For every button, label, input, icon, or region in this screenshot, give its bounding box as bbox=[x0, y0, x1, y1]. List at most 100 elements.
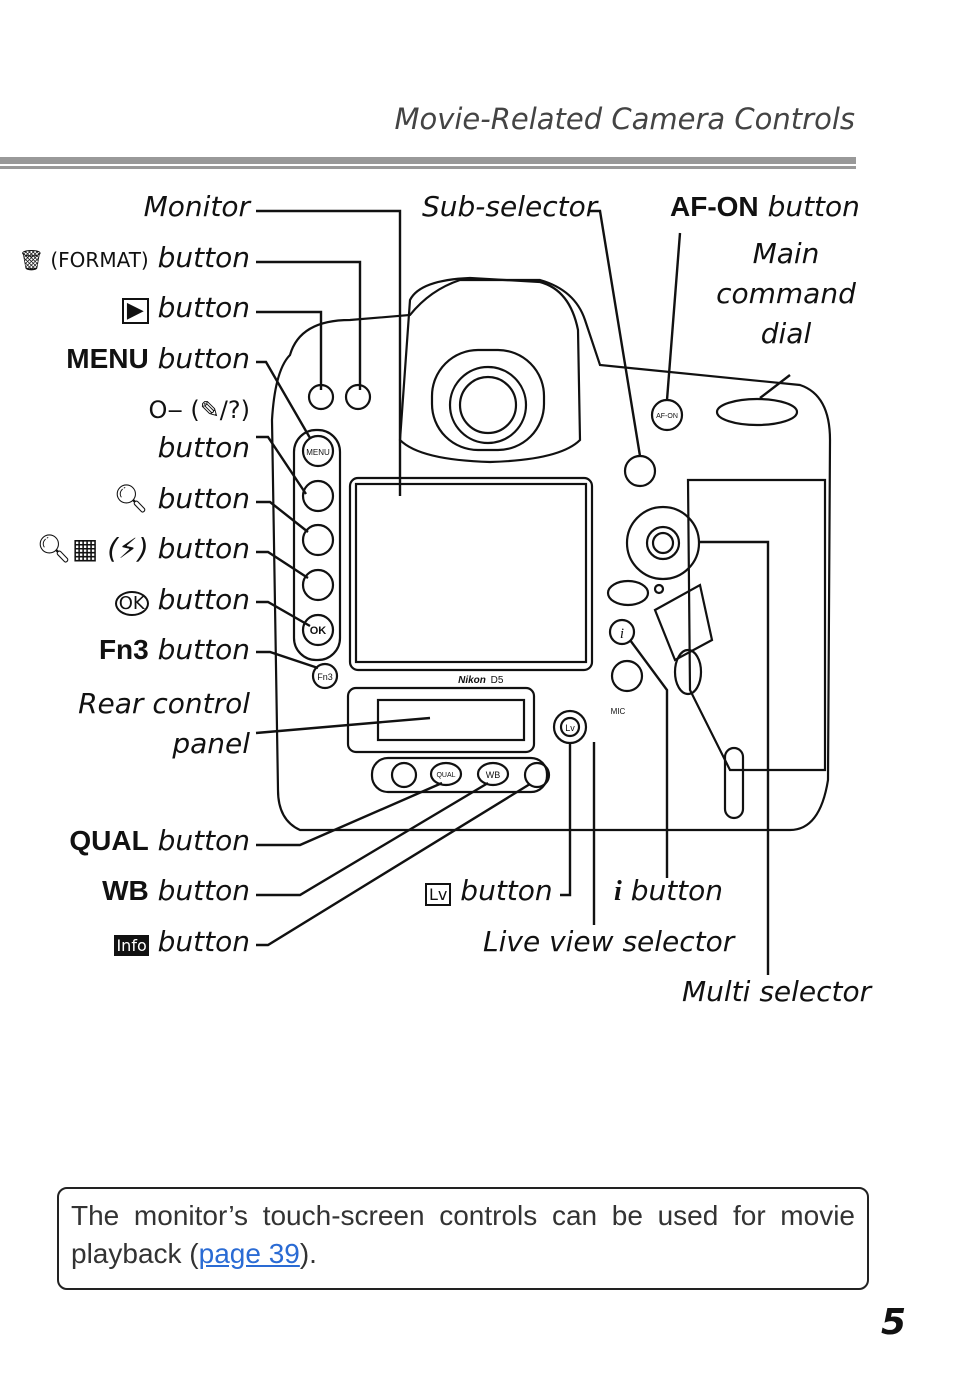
label-ok-button: OK button bbox=[114, 583, 250, 616]
svg-text:WB: WB bbox=[486, 770, 501, 780]
svg-text:OK: OK bbox=[310, 625, 327, 637]
protect-button-shape bbox=[301, 479, 335, 513]
label-protect-button: button bbox=[157, 431, 250, 464]
bottom-button-strip bbox=[370, 756, 549, 794]
leader-fn3 bbox=[256, 650, 319, 670]
qual-key-text: QUAL bbox=[69, 825, 149, 856]
play-icon: ▶ bbox=[121, 298, 149, 324]
leader-qual bbox=[256, 781, 443, 847]
svg-text:Lv: Lv bbox=[565, 723, 575, 733]
wb-key-text: WB bbox=[102, 875, 149, 906]
label-live-view-selector: Live view selector bbox=[483, 925, 735, 958]
zoom-in-button-shape bbox=[301, 523, 335, 557]
viewfinder-lens bbox=[448, 365, 528, 445]
label-protect-icons: O‒ (✎/?) bbox=[149, 392, 250, 425]
wb-button-shape bbox=[476, 761, 510, 787]
leader-monitor bbox=[256, 209, 402, 496]
leader-protect bbox=[256, 435, 307, 495]
label-info-button: Info button bbox=[114, 925, 250, 958]
leader-rear-panel bbox=[255, 716, 431, 735]
sub-selector-shape bbox=[623, 454, 657, 488]
fn3-button-shape bbox=[311, 662, 339, 690]
leader-menu bbox=[256, 360, 312, 439]
afon-key-text: AF-ON bbox=[670, 191, 759, 222]
label-zoom-out-button: 🔍︎▦ (⚡) button bbox=[36, 532, 250, 565]
rear-panel-lcd bbox=[376, 698, 526, 742]
left-button-column bbox=[292, 428, 342, 662]
page-number: 5 bbox=[880, 1302, 906, 1343]
zoom-in-icon: 🔍︎ bbox=[113, 482, 149, 515]
i-button-shape bbox=[608, 618, 636, 646]
menu-key-text: MENU bbox=[66, 343, 149, 374]
svg-text:MIC: MIC bbox=[611, 707, 626, 716]
label-delete-button: 🗑 (FORMAT) button bbox=[18, 241, 250, 274]
leader-i bbox=[629, 639, 669, 878]
svg-text:Fn3: Fn3 bbox=[317, 672, 333, 682]
label-fn3-button: Fn3 button bbox=[98, 633, 250, 666]
rear-panel-housing bbox=[346, 686, 536, 754]
ok-button-shape bbox=[301, 613, 335, 647]
label-play-button: ▶ button bbox=[121, 291, 250, 324]
note-box: The monitor’s touch-screen controls can … bbox=[57, 1187, 869, 1290]
label-monitor: Monitor bbox=[143, 190, 250, 223]
leader-info bbox=[256, 782, 531, 947]
label-qual-button: QUAL button bbox=[69, 824, 250, 857]
multi-selector-shape bbox=[625, 505, 701, 581]
label-main-dial: Main command dial bbox=[716, 237, 856, 350]
leader-sub-selector bbox=[590, 209, 642, 457]
label-multi-selector: Multi selector bbox=[682, 975, 872, 1008]
svg-text:QUAL: QUAL bbox=[436, 772, 455, 779]
lv-icon: Lv bbox=[425, 883, 452, 906]
label-wb-button: WB button bbox=[102, 874, 250, 907]
i-icon: i bbox=[614, 876, 622, 907]
leader-lv bbox=[560, 744, 572, 897]
label-afon-button: AF-ON button bbox=[670, 190, 860, 223]
header-rule bbox=[0, 157, 856, 166]
leader-delete bbox=[256, 260, 362, 390]
monitor-screen bbox=[354, 482, 588, 664]
monitor-housing bbox=[348, 476, 594, 672]
label-i-button: i button bbox=[614, 874, 724, 907]
note-text-before: The monitor’s touch-screen controls can … bbox=[71, 1200, 855, 1269]
svg-text:AF-ON: AF-ON bbox=[656, 413, 678, 420]
svg-text:i: i bbox=[620, 626, 624, 642]
model-text: D5 bbox=[491, 675, 504, 686]
leader-multi-selector bbox=[700, 540, 770, 975]
zoom-out-thumbnail-icon: 🔍︎▦ bbox=[36, 532, 99, 565]
flash-icon: (⚡) bbox=[107, 532, 149, 565]
eyepiece-frame bbox=[430, 348, 546, 452]
menu-button-shape bbox=[301, 434, 335, 468]
delete-format-icon: 🗑 (FORMAT) bbox=[18, 248, 149, 272]
label-menu-button: MENU button bbox=[66, 342, 250, 375]
leader-play bbox=[256, 310, 323, 390]
page-39-link[interactable]: page 39 bbox=[198, 1238, 300, 1269]
leader-wb bbox=[256, 781, 489, 897]
info-icon: Info bbox=[114, 935, 149, 956]
ok-icon: OK bbox=[114, 591, 149, 616]
note-text-after: ). bbox=[299, 1238, 317, 1269]
zoom-out-button-shape bbox=[301, 568, 335, 602]
camera-body-outline bbox=[270, 278, 832, 832]
svg-text:MENU: MENU bbox=[306, 448, 330, 457]
protect-icon: O‒ (✎/?) bbox=[148, 396, 250, 424]
fn3-key-text: Fn3 bbox=[98, 634, 149, 665]
leader-zoom-in bbox=[256, 500, 309, 533]
delete-button-shape bbox=[344, 383, 372, 411]
label-rear-panel: Rear control panel bbox=[78, 687, 250, 760]
running-header: Movie-Related Camera Controls bbox=[394, 102, 855, 136]
label-sub-selector: Sub-selector bbox=[422, 190, 598, 223]
info-button-shape bbox=[523, 761, 551, 789]
leader-main-dial bbox=[759, 374, 791, 399]
leader-ok bbox=[256, 600, 311, 628]
label-lv-button: Lv button bbox=[425, 874, 553, 907]
drive-button-shape bbox=[390, 761, 418, 789]
vertical-afon-shape bbox=[673, 648, 703, 696]
lv-button-shape bbox=[552, 709, 588, 745]
brand-text: Nikon bbox=[458, 675, 486, 686]
leader-zoom-out bbox=[256, 550, 309, 580]
eyepiece-outline bbox=[398, 276, 582, 464]
leader-afon bbox=[665, 232, 682, 401]
main-dial-shape bbox=[715, 397, 799, 427]
label-zoom-in-button: 🔍︎ button bbox=[113, 482, 250, 515]
